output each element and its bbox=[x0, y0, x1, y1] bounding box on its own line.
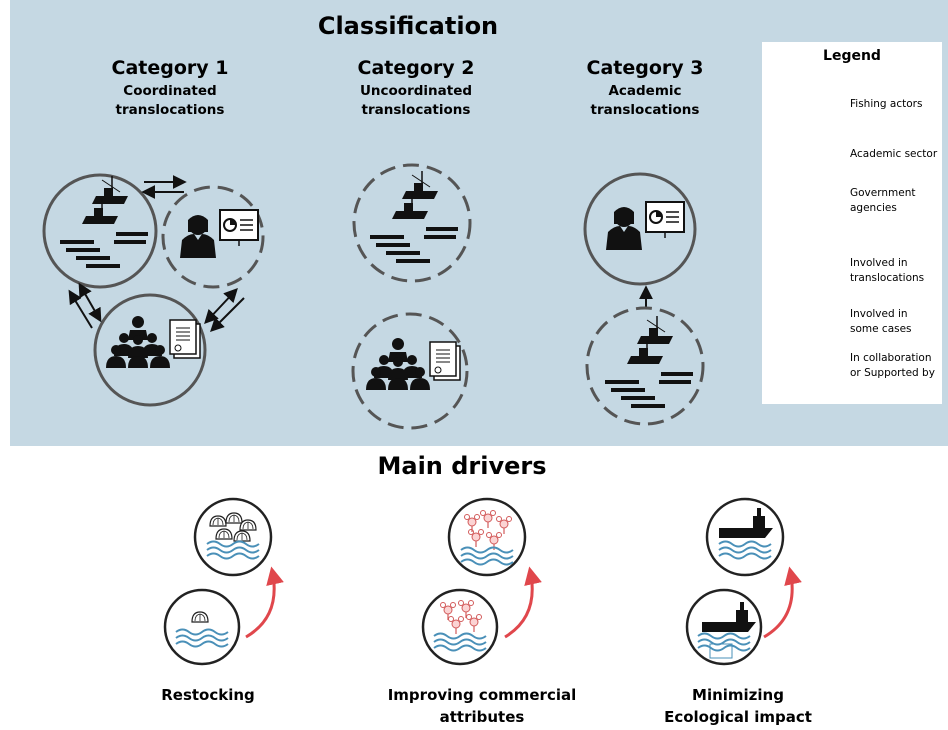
arrow-cat1-right-b bbox=[210, 297, 245, 332]
driver-label-ecological: Minimizing Ecological impact bbox=[664, 686, 812, 726]
legend-label-fishing: Fishing actors bbox=[850, 98, 923, 110]
ecological-red-arrow bbox=[763, 566, 802, 639]
restocking-red-arrow bbox=[245, 566, 284, 639]
fishing-boats-icon bbox=[59, 175, 149, 269]
government-group-icon bbox=[365, 337, 461, 391]
legend-label-involved: Involved in translocations bbox=[850, 257, 925, 284]
arrow-cat1-left-a bbox=[78, 282, 102, 323]
academic-circle-cat1 bbox=[161, 185, 265, 289]
legend-title: Legend bbox=[823, 48, 881, 64]
fishing-actors-circle-cat2 bbox=[352, 163, 472, 283]
restocking-before-circle bbox=[163, 588, 241, 666]
category-1-title: Category 1 bbox=[111, 57, 229, 79]
classification-title: Classification bbox=[317, 12, 499, 40]
fishing-actors-circle-cat3 bbox=[585, 306, 705, 426]
legend-label-academic: Academic sector bbox=[850, 148, 938, 160]
arrow-cat1-left-b bbox=[68, 289, 93, 329]
category-1-subtitle: Coordinated translocations bbox=[115, 83, 225, 118]
fishing-boats-icon bbox=[604, 315, 694, 409]
academic-circle-cat3 bbox=[583, 172, 697, 286]
main-drivers-title: Main drivers bbox=[377, 452, 547, 480]
government-group-icon bbox=[105, 315, 201, 369]
arrow-cat1-right-a bbox=[204, 287, 238, 325]
restocking-after-circle bbox=[193, 497, 273, 577]
driver-label-restocking: Restocking bbox=[161, 686, 255, 704]
government-circle-cat2 bbox=[351, 312, 469, 430]
category-2-title: Category 2 bbox=[357, 57, 475, 79]
legend-box: Legend Fishing actors Academic sector Go… bbox=[762, 42, 942, 404]
academic-presenter-icon bbox=[605, 201, 685, 251]
fishing-boats-icon bbox=[369, 170, 459, 264]
commercial-red-arrow bbox=[504, 566, 542, 639]
legend-label-government: Government agencies bbox=[850, 187, 916, 214]
category-3-title: Category 3 bbox=[586, 57, 704, 79]
category-3-subtitle: Academic translocations bbox=[590, 83, 700, 118]
fishing-actors-circle-cat1 bbox=[42, 173, 158, 289]
government-circle-cat1 bbox=[93, 293, 207, 407]
academic-presenter-icon bbox=[179, 209, 259, 259]
fish-cage-icon bbox=[709, 643, 733, 659]
category-2-subtitle: Uncoordinated translocations bbox=[359, 83, 473, 118]
legend-label-some-cases: Involved in some cases bbox=[850, 308, 912, 335]
driver-label-commercial: Improving commercial attributes bbox=[387, 686, 577, 726]
legend-label-collaboration: In collaboration or Supported by bbox=[850, 352, 935, 379]
